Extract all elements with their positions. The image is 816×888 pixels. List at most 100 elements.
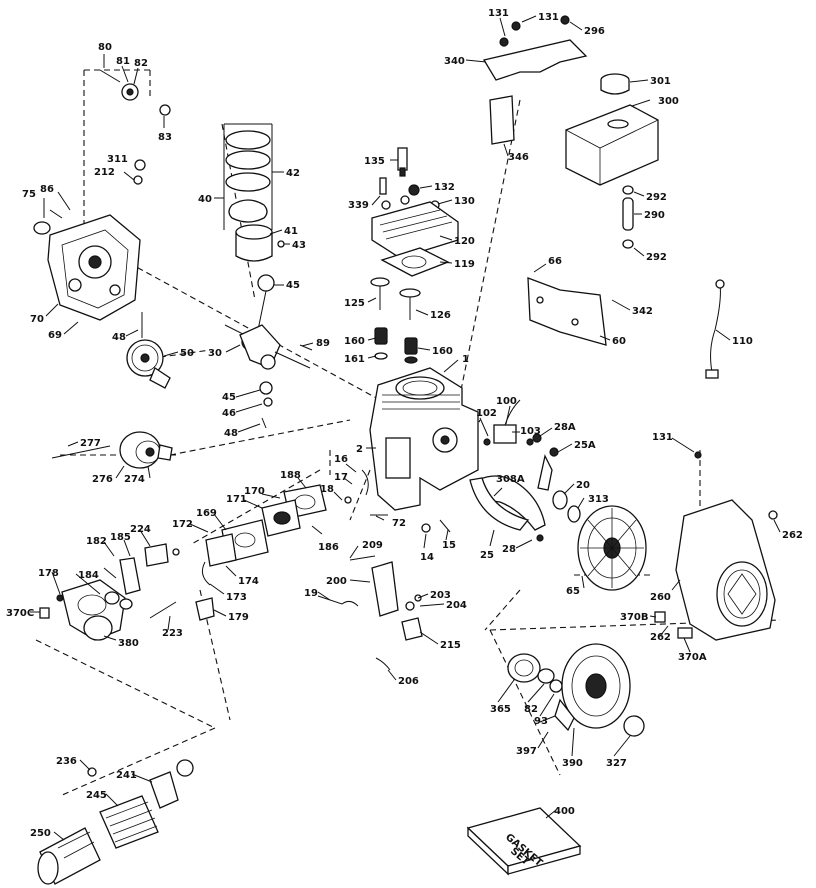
label-172: 172 <box>172 519 193 530</box>
flywheel-part <box>577 505 647 591</box>
label-300: 300 <box>658 96 679 107</box>
label-313: 313 <box>588 494 609 505</box>
label-69: 69 <box>48 330 62 341</box>
label-89: 89 <box>316 338 330 349</box>
label-185: 185 <box>110 532 131 543</box>
label-274: 274 <box>124 474 145 485</box>
label-342: 342 <box>632 306 653 317</box>
leader-lines <box>30 15 781 841</box>
label-131-top-right: 131 <box>538 12 559 23</box>
label-75: 75 <box>22 189 36 200</box>
label-236: 236 <box>56 756 77 767</box>
label-203: 203 <box>430 590 451 601</box>
tank-bracket-part <box>482 15 588 81</box>
label-260: 260 <box>650 592 671 603</box>
label-120: 120 <box>454 236 475 247</box>
label-160-right: 160 <box>432 346 453 357</box>
label-2: 2 <box>356 444 363 455</box>
oil-seal-part <box>119 431 173 469</box>
label-28a: 28A <box>554 422 576 433</box>
label-66: 66 <box>548 256 562 267</box>
label-131-right: 131 <box>652 432 673 443</box>
label-215: 215 <box>440 640 461 651</box>
label-204: 204 <box>446 600 467 611</box>
label-179: 179 <box>228 612 249 623</box>
label-86: 86 <box>40 184 54 195</box>
air-cleaner-cover-part <box>37 827 101 885</box>
label-296: 296 <box>584 26 605 37</box>
air-guide-part <box>527 277 607 346</box>
label-50: 50 <box>180 348 194 359</box>
label-178: 178 <box>38 568 59 579</box>
label-132: 132 <box>434 182 455 193</box>
label-311: 311 <box>107 154 128 165</box>
label-60: 60 <box>612 336 626 347</box>
label-186: 186 <box>318 542 339 553</box>
dipstick-tube-part <box>344 469 388 516</box>
stop-switch-part <box>421 519 451 533</box>
label-16: 16 <box>334 454 348 465</box>
label-339: 339 <box>348 200 369 211</box>
cam-gear-part <box>126 312 171 389</box>
label-174: 174 <box>238 576 259 587</box>
head-gasket-part <box>380 247 450 277</box>
label-28: 28 <box>502 544 516 555</box>
label-276: 276 <box>92 474 113 485</box>
air-cleaner-base-part <box>87 759 194 809</box>
label-45-bottom: 45 <box>222 392 236 403</box>
label-370c: 370C <box>6 608 34 619</box>
valves-part <box>370 277 421 320</box>
label-277: 277 <box>80 438 101 449</box>
label-110: 110 <box>732 336 753 347</box>
label-119: 119 <box>454 259 475 270</box>
label-170: 170 <box>244 486 265 497</box>
label-292-bottom: 292 <box>646 252 667 263</box>
carburetor-part <box>39 579 126 641</box>
label-126: 126 <box>430 310 451 321</box>
callout-labels: 80 81 82 83 311 212 75 86 70 69 40 42 41… <box>6 8 803 839</box>
cylinder-head-part <box>371 201 459 259</box>
label-41: 41 <box>284 226 298 237</box>
governor-control-part <box>317 555 423 671</box>
label-340: 340 <box>444 56 465 67</box>
label-65: 65 <box>566 586 580 597</box>
label-82: 82 <box>134 58 148 69</box>
valve-springs-part <box>374 327 418 364</box>
label-160-left: 160 <box>344 336 365 347</box>
label-161: 161 <box>344 354 365 365</box>
label-188: 188 <box>280 470 301 481</box>
label-250: 250 <box>30 828 51 839</box>
label-223: 223 <box>162 628 183 639</box>
label-390: 390 <box>562 758 583 769</box>
label-100: 100 <box>496 396 517 407</box>
label-301: 301 <box>650 76 671 87</box>
spark-plug-part <box>397 147 408 177</box>
label-14: 14 <box>420 552 434 563</box>
piston-part <box>235 224 285 262</box>
label-290: 290 <box>644 210 665 221</box>
label-42: 42 <box>286 168 300 179</box>
label-308a: 308A <box>496 474 525 485</box>
air-filter-part <box>99 795 159 849</box>
label-17: 17 <box>334 472 348 483</box>
intake-manifold-part <box>205 519 269 567</box>
label-83: 83 <box>158 132 172 143</box>
label-346: 346 <box>508 152 529 163</box>
label-209: 209 <box>362 540 383 551</box>
tank-gasket-part <box>489 95 515 145</box>
blower-housing-part <box>654 451 778 641</box>
intake-gasket-part <box>261 499 301 537</box>
label-93: 93 <box>534 716 548 727</box>
choke-lever-part <box>103 557 141 610</box>
label-30: 30 <box>208 348 222 359</box>
flywheel-key-part <box>477 433 559 531</box>
label-380: 380 <box>118 638 139 649</box>
fuel-line-part <box>622 185 634 249</box>
label-241: 241 <box>116 770 137 781</box>
label-45-top: 45 <box>286 280 300 291</box>
decal-part <box>623 715 645 737</box>
label-48-bottom: 48 <box>224 428 238 439</box>
washer-nut-part <box>552 490 581 523</box>
ground-wire-part <box>705 279 725 379</box>
